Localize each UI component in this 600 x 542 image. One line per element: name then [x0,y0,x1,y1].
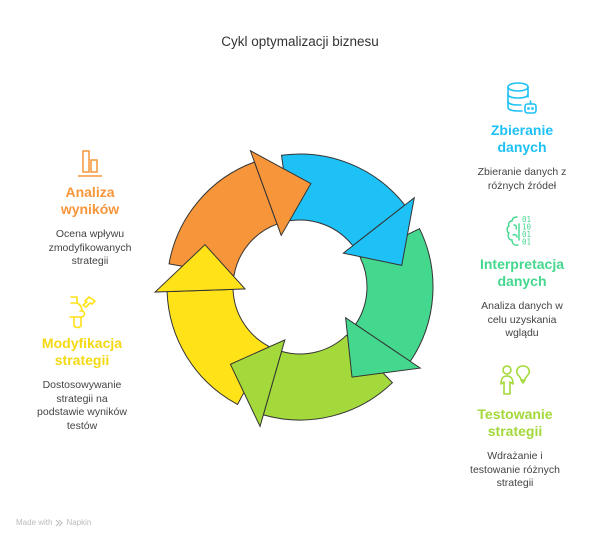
step-description: Analiza danych w celu uzyskania wglądu [447,300,597,341]
step-title: Interpretacja danych [447,256,597,290]
cycle-arrow-head-modyfikacja [153,243,247,293]
step-zbieranie: Zbieranie danych Zbieranie danych z różn… [447,80,597,193]
footer: Made with Napkin [16,518,91,527]
bar-chart-icon [78,150,102,177]
svg-text:10: 10 [522,223,532,232]
step-title-line: strategii [487,423,543,439]
step-description-line: testów [66,419,98,432]
step-title-line: Zbieranie [490,122,554,138]
cycle-arrow-head-zbieranie [342,196,415,266]
step-description-line: Dostosowywanie [42,379,122,391]
step-title: Analiza wyników [15,184,165,218]
step-title: Zbieranie danych [447,122,597,156]
step-analiza: Analiza wyników Ocena wpływu zmodyfikowa… [15,148,165,269]
person-idea-icon [500,365,531,395]
step-description-line: Wdrażanie i [487,450,543,462]
step-description-line: Analiza danych w [481,300,563,312]
svg-text:01: 01 [522,238,531,247]
step-title-line: wyników [60,201,120,217]
step-description-line: zmodyfikowanych [48,241,132,254]
step-modyfikacja: Modyfikacja strategii Dostosowywanie str… [7,293,157,433]
step-description-line: Ocena wpływu [55,228,125,240]
step-description-line: podstawie wyników [37,406,127,418]
step-description-line: wglądu [505,327,539,339]
step-description-line: strategii [71,255,109,267]
step-description-line: różnych źródeł [487,179,557,192]
step-title-line: Interpretacja [479,256,565,272]
step-description: Zbieranie danych z różnych źródeł [447,166,597,193]
napkin-logo-icon [56,519,64,526]
step-description: Wdrażanie i testowanie różnych strategii [440,450,590,491]
tools-icon [69,296,96,329]
svg-text:01: 01 [522,230,531,239]
step-testowanie: Testowanie strategii Wdrażanie i testowa… [440,364,590,491]
step-description-line: strategii [496,477,534,489]
step-description-line: testowanie różnych [470,463,560,476]
step-description-line: strategii na [56,392,108,405]
step-title-line: Modyfikacja [41,335,123,351]
step-title-line: Analiza [65,184,115,200]
cycle-arrow-head-testowanie [229,338,286,428]
diagram-title: Cykl optymalizacji biznesu [221,34,379,49]
svg-text:01: 01 [522,215,531,224]
step-title-line: strategii [54,352,110,368]
step-title-line: danych [497,139,547,155]
step-description-line: celu uzyskania [487,313,557,326]
step-title-line: Testowanie [477,406,553,422]
cycle-arrow-head-analiza [249,149,312,237]
database-robot-icon [507,82,537,114]
step-description: Dostosowywanie strategii na podstawie wy… [7,379,157,433]
step-title-line: danych [497,273,547,289]
napkin-brand-link[interactable]: Napkin [66,518,92,527]
step-description-line: Zbieranie danych z [477,166,567,178]
made-with-label: Made with [16,518,53,527]
step-title: Modyfikacja strategii [7,335,157,369]
step-description: Ocena wpływu zmodyfikowanych strategii [15,228,165,269]
brain-binary-icon: 01 10 01 01 [506,215,532,247]
step-title: Testowanie strategii [440,406,590,440]
cycle-arrow-head-interpretacja [344,316,422,378]
step-interpretacja: 01 10 01 01 Interpretacja danych Analiza… [447,214,597,341]
